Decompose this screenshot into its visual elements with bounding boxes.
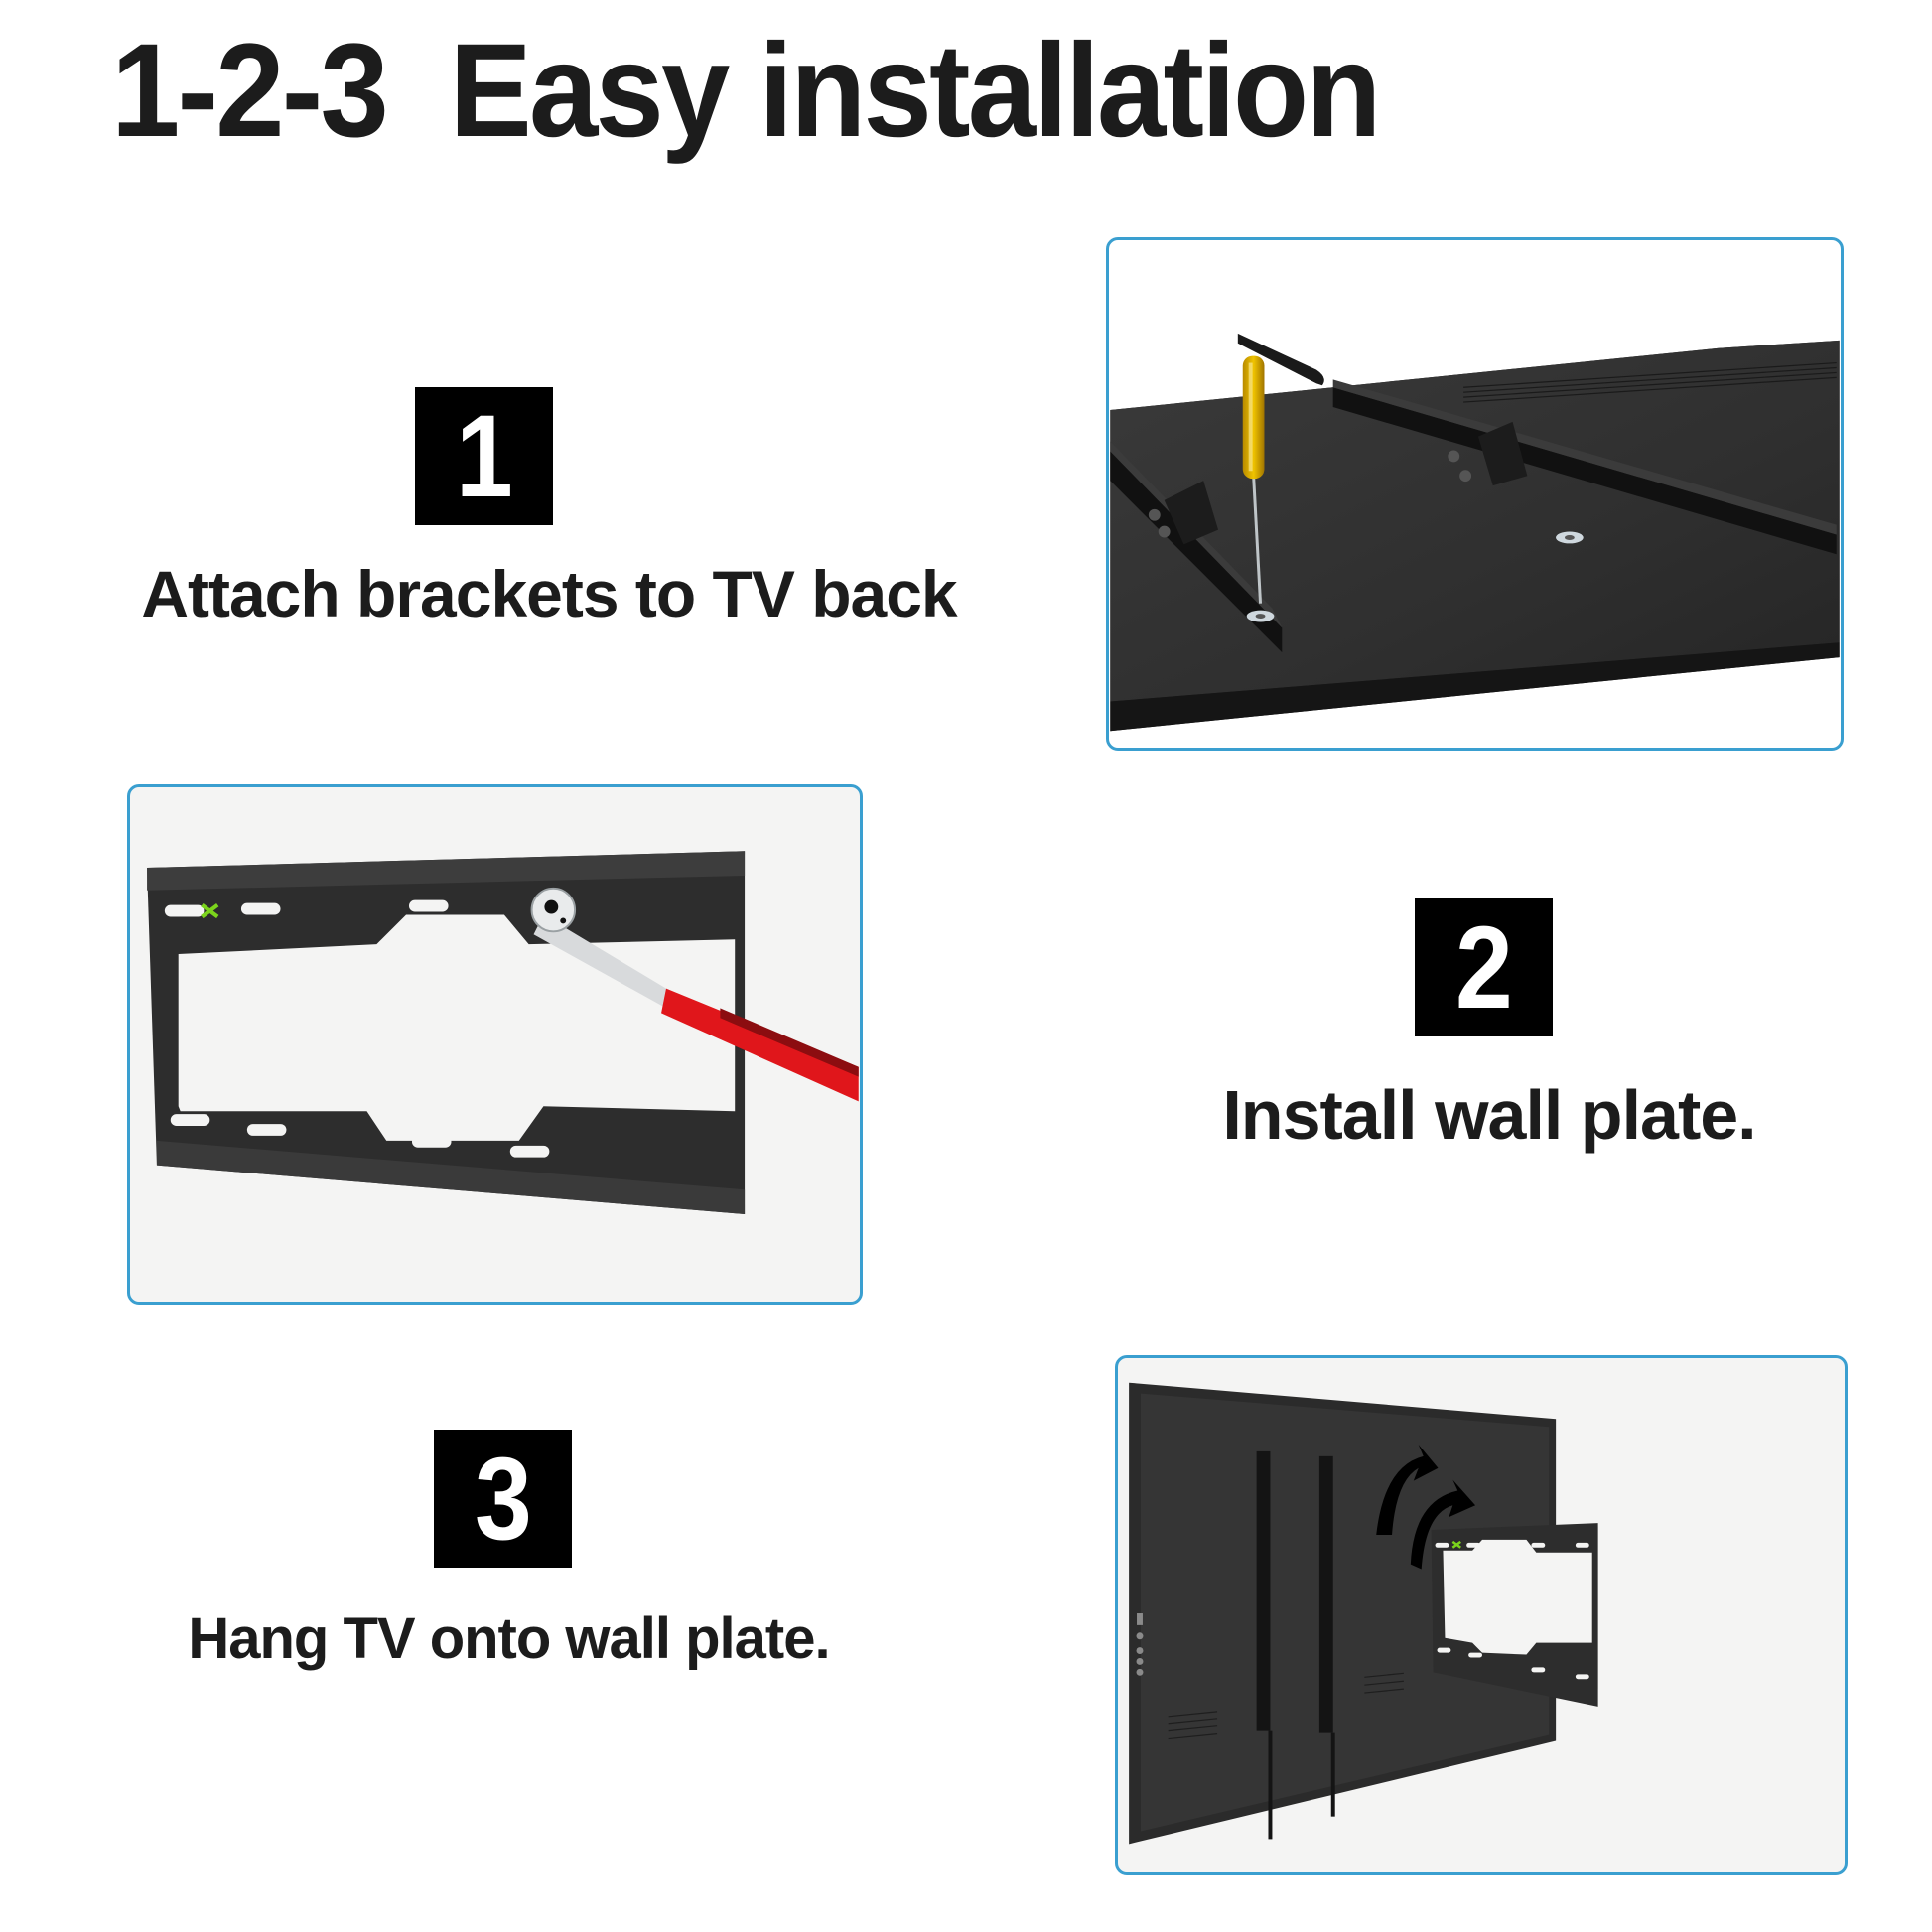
screwdriver-icon	[1242, 355, 1265, 604]
curved-arrow-icon	[1376, 1444, 1476, 1570]
step-1-illustration-panel	[1106, 237, 1844, 751]
brand-logo-icon	[1451, 1540, 1461, 1549]
step-2-badge: 2	[1415, 898, 1553, 1036]
wall-plate	[1431, 1523, 1598, 1707]
step-1-number: 1	[455, 390, 513, 522]
mounting-slots	[164, 899, 550, 1158]
step-1-badge: 1	[415, 387, 553, 525]
step-3-label: Hang TV onto wall plate.	[188, 1606, 830, 1671]
wall-plate-ratchet-illustration	[147, 851, 859, 1215]
bracket-left	[1110, 441, 1283, 653]
tv-back-brackets-illustration	[1110, 333, 1840, 732]
step-2-illustration-panel	[127, 784, 863, 1305]
tv-vent	[1463, 361, 1837, 403]
step-3-illustration-panel	[1115, 1355, 1848, 1875]
step-3-number: 3	[474, 1433, 532, 1565]
bracket-strap	[1237, 333, 1324, 386]
step-1-label: Attach brackets to TV back	[141, 557, 957, 630]
brand-logo-icon	[201, 903, 219, 919]
bracket-right	[1332, 379, 1837, 555]
step-3-badge: 3	[434, 1430, 572, 1568]
tv-brackets	[1256, 1450, 1335, 1840]
ratchet-wrench-icon	[530, 887, 859, 1102]
hang-tv-illustration	[1129, 1382, 1598, 1845]
tv-vents	[1168, 1672, 1404, 1740]
tv-ports	[1136, 1613, 1144, 1676]
step-2-label: Install wall plate.	[1222, 1076, 1756, 1154]
page-title: 1-2-3 Easy installation	[111, 17, 1381, 165]
step-2-number: 2	[1454, 901, 1513, 1034]
